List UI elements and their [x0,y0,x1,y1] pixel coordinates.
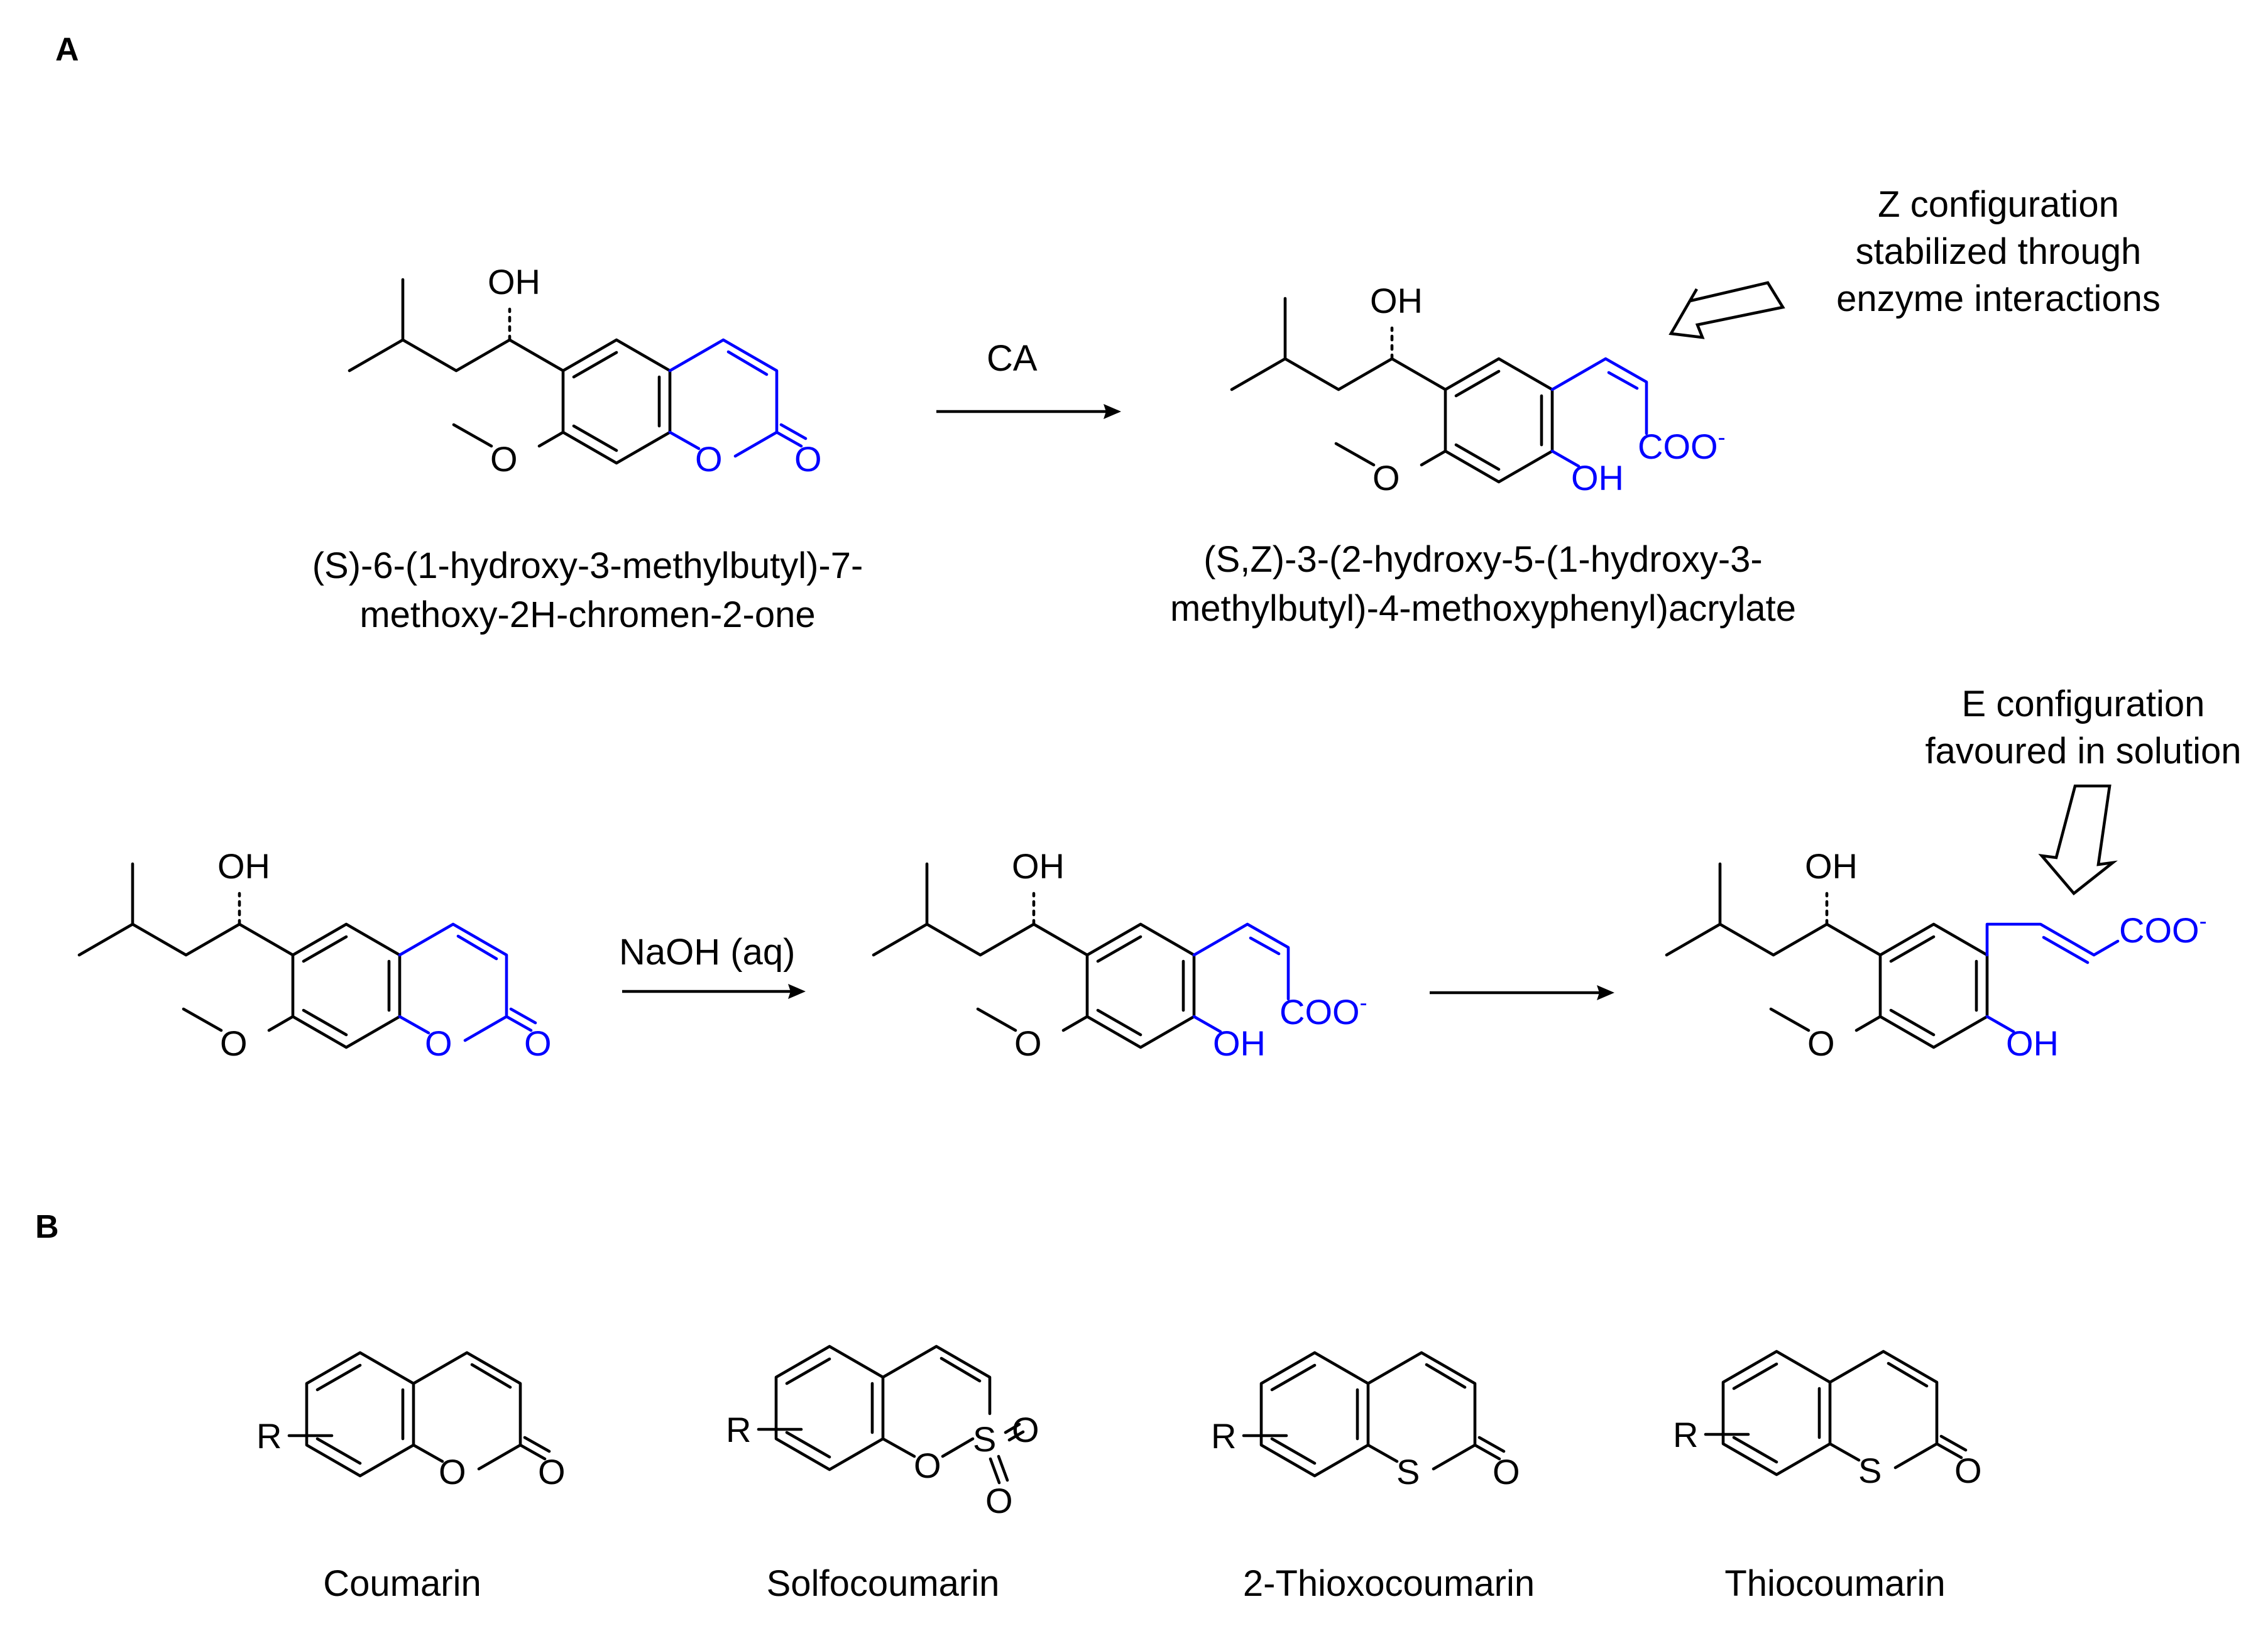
reagent-ca: CA [987,338,1038,379]
carboxylate-label: COO- [1638,424,1726,466]
z-acrylate-product-structure: OH O OH COO- [1230,281,1726,498]
sulfur-label: S [973,1419,996,1459]
z-configuration-note: Z configuration stabilized through enzym… [1836,184,2161,319]
z-acrylate-intermediate-structure: OH O OH COO- [872,846,1367,1063]
carbonyl-oxygen-label: O [524,1023,552,1063]
oh-label: OH [488,262,540,302]
scaffold-name-thiocoumarin: Thiocoumarin [1724,1563,1945,1604]
solfocoumarin-scaffold: R O S O O [726,1345,1039,1520]
e-note-line2: favoured in solution [1926,731,2242,772]
ring-oxygen-label: O [425,1023,452,1063]
substrate-name-line1: (S)-6-(1-hydroxy-3-methylbutyl)-7- [312,545,863,586]
reagent-naoh: NaOH (aq) [619,932,795,973]
phenol-oh-label: OH [1571,458,1624,498]
naoh-reaction-arrow: NaOH (aq) [619,932,806,999]
panel-label-b: B [35,1209,59,1245]
carboxylate-label: COO- [2119,908,2207,950]
z-note-line1: Z configuration [1878,184,2119,225]
ca-reaction-arrow: CA [936,338,1121,419]
scaffold-name-coumarin: Coumarin [323,1563,481,1604]
z-note-line3: enzyme interactions [1836,278,2161,319]
carbonyl-oxygen-label: O [538,1452,566,1492]
product-name-line1: (S,Z)-3-(2-hydroxy-5-(1-hydroxy-3- [1203,539,1762,580]
ome-oxygen-label: O [220,1023,248,1063]
phenol-oh-label: OH [2006,1023,2059,1063]
thiocoumarin-scaffold: R S O [1673,1350,1982,1490]
ring-oxygen-label: O [914,1446,941,1485]
phenol-oh-label: OH [1213,1023,1266,1063]
scaffold-name-solfocoumarin: Solfocoumarin [767,1563,1000,1604]
r-group-label: R [1673,1415,1698,1454]
oh-label: OH [1012,846,1065,886]
coumarin-scaffold: R O O [256,1351,566,1492]
ring-oxygen-label: O [695,439,723,479]
r-group-label: R [726,1410,751,1449]
oh-label: OH [217,846,270,886]
z-note-line2: stabilized through [1856,231,2142,272]
carbonyl-oxygen-label: O [1493,1452,1520,1492]
sulfur-label: S [1858,1451,1882,1490]
open-arrow-z [1668,281,1785,339]
thioxocoumarin-scaffold: R S O [1211,1351,1520,1492]
ome-oxygen-label: O [1014,1023,1042,1063]
e-acrylate-structure: OH O OH COO- [1665,846,2207,1063]
isomerization-arrow [1430,985,1614,1000]
r-group-label: R [1211,1416,1236,1456]
carbonyl-oxygen-label: O [794,439,822,479]
panel-label-a: A [55,31,79,68]
r-group-label: R [256,1416,282,1456]
ome-oxygen-label: O [490,439,518,479]
e-configuration-note: E configuration favoured in solution [1926,684,2242,772]
oh-label: OH [1805,846,1858,886]
substrate-name-line2: methoxy-2H-chromen-2-one [359,594,815,635]
carbonyl-oxygen-label: O [1954,1451,1982,1490]
oh-label: OH [1370,281,1423,320]
substrate-coumarin-structure: OH O O O [348,262,822,479]
e-note-line1: E configuration [1962,684,2205,724]
sulfur-label: S [1396,1452,1420,1492]
coumarin-naoh-structure: OH O O O [77,846,552,1063]
open-arrow-e [2038,784,2118,896]
carboxylate-label: COO- [1279,990,1367,1032]
ring-oxygen-label: O [439,1452,466,1492]
sulfonyl-oxygen-label: O [1012,1410,1039,1449]
ome-oxygen-label: O [1807,1023,1835,1063]
scaffold-name-thioxocoumarin: 2-Thioxocoumarin [1243,1563,1535,1604]
sulfonyl-oxygen-label: O [985,1481,1013,1520]
product-name-line2: methylbutyl)-4-methoxyphenyl)acrylate [1170,588,1796,629]
ome-oxygen-label: O [1372,458,1400,498]
